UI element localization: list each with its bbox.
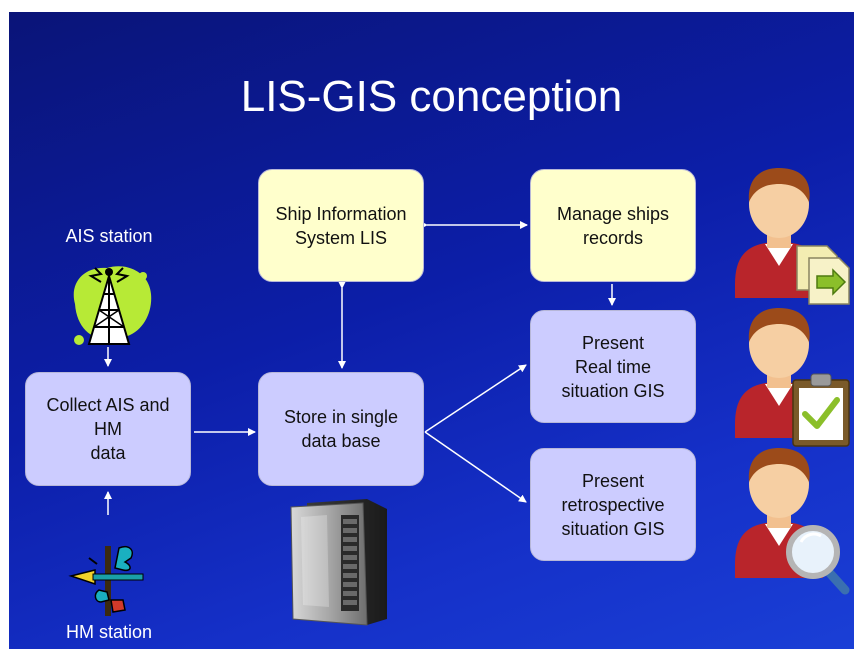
- user-clipboard-check-icon: [735, 308, 850, 447]
- slide: LIS-GIS conception Ship Information Syst…: [9, 12, 854, 649]
- present-realtime-box: Present Real time situation GIS: [530, 310, 696, 423]
- user-documents-icon: [735, 168, 850, 305]
- ais-station-label: AIS station: [65, 226, 153, 246]
- arrow-store-realtime: [424, 364, 527, 433]
- connectors: [104, 221, 616, 515]
- antenna-tower-icon: [73, 266, 152, 345]
- present-retrospective-box: Present retrospective situation GIS: [530, 448, 696, 561]
- slide-title: LIS-GIS conception: [240, 72, 623, 121]
- weather-vane-icon: [68, 546, 144, 616]
- server-icon: [290, 499, 387, 626]
- arrow-store-retro: [424, 431, 527, 503]
- user-magnifier-icon: [735, 448, 850, 595]
- ship-information-system-box: Ship Information System LIS: [258, 169, 424, 282]
- hm-station-label: HM station: [65, 622, 153, 642]
- manage-ships-records-box: Manage ships records: [530, 169, 696, 282]
- collect-ais-hm-box: Collect AIS and HM data: [25, 372, 191, 486]
- store-database-box: Store in single data base: [258, 372, 424, 486]
